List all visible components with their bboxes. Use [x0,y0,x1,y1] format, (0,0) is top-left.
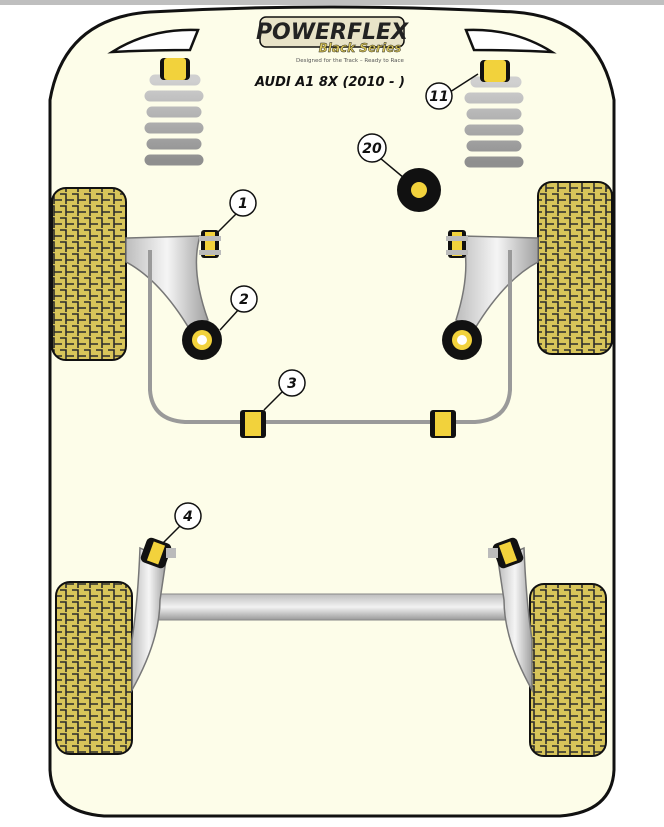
tyre-front-right [537,181,613,355]
callout-4-label: 4 [182,509,193,525]
brand-name: POWERFLEX [256,20,409,45]
bush-3-right [430,410,456,438]
brand-tagline: Designed for the Track – Ready to Race [296,58,405,64]
rear-trailing-arm-right [497,546,533,693]
callout-2: 2 [219,285,258,331]
bush-2-right [442,320,482,360]
tyre-rear-left [55,581,133,755]
spring-right [464,60,524,168]
powerflex-logo: POWERFLEX Black Series Designed for the … [256,16,409,64]
bush-1-right [446,230,468,258]
callout-3: 3 [263,369,306,411]
callout-1: 1 [217,189,257,233]
callout-2-label: 2 [239,292,249,308]
callout-20: 20 [357,133,405,179]
bush-20-engine-mount [397,168,441,212]
vehicle-title: AUDI A1 8X (2010 - ) [254,75,405,90]
brand-series: Black Series [319,41,402,55]
callout-4: 4 [161,502,202,545]
callout-11: 11 [425,73,479,110]
tyre-front-left [51,187,127,361]
front-right-arc [464,28,557,54]
rear-axle-beam [149,593,513,621]
top-bar [0,0,664,5]
bush-3-left [240,410,266,438]
spring-left [144,58,204,166]
bush-4-left [140,537,176,569]
bush-4-right [488,537,524,569]
callout-20-label: 20 [362,141,382,157]
rear-trailing-arm-left [131,546,167,693]
front-left-arc [107,28,200,54]
callout-3-label: 3 [287,376,297,392]
front-anti-roll-bar [148,250,512,424]
callout-11-label: 11 [429,89,448,105]
tyre-rear-right [529,583,607,757]
bush-1-left [199,230,221,258]
bush-2-left [182,320,222,360]
callout-1-label: 1 [238,196,248,212]
